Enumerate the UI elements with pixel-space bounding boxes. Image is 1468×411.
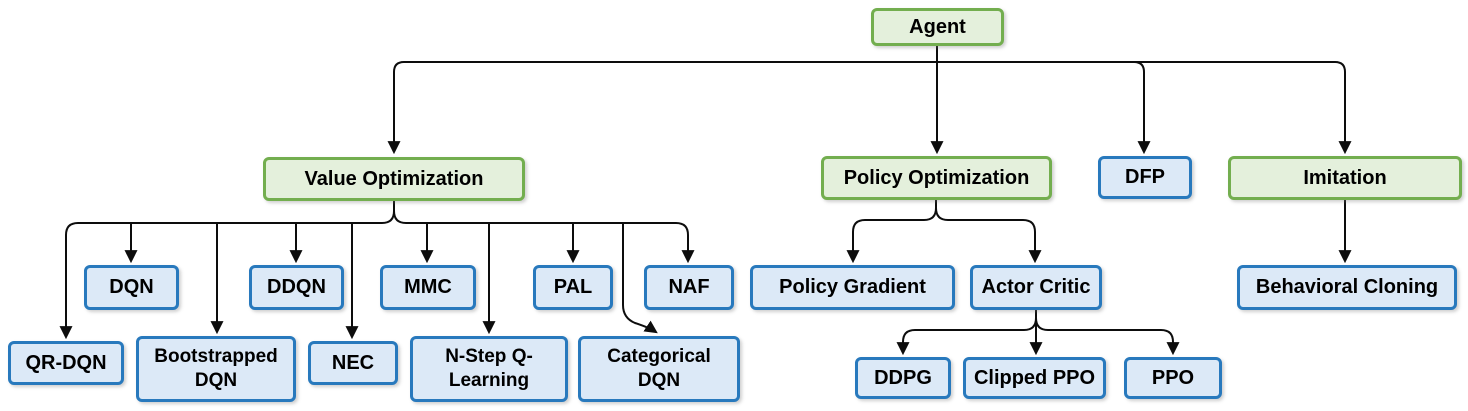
node-policy-optimization: Policy Optimization (821, 156, 1052, 200)
node-n-step-q-learning: N-Step Q-Learning (410, 336, 568, 402)
node-policy-gradient: Policy Gradient (750, 265, 955, 310)
node-ddqn: DDQN (249, 265, 344, 310)
node-pal: PAL (533, 265, 613, 310)
node-imitation: Imitation (1228, 156, 1462, 200)
node-mmc: MMC (380, 265, 476, 310)
node-bootstrapped-dqn: Bootstrapped DQN (136, 336, 296, 402)
node-actor-critic: Actor Critic (970, 265, 1102, 310)
node-categorical-dqn: Categorical DQN (578, 336, 740, 402)
node-value-optimization: Value Optimization (263, 157, 525, 201)
node-naf: NAF (644, 265, 734, 310)
node-ddpg: DDPG (855, 357, 951, 399)
node-dqn: DQN (84, 265, 179, 310)
node-qr-dqn: QR-DQN (8, 341, 124, 385)
node-clipped-ppo: Clipped PPO (963, 357, 1106, 399)
node-dfp: DFP (1098, 156, 1192, 199)
node-ppo: PPO (1124, 357, 1222, 399)
node-behavioral-cloning: Behavioral Cloning (1237, 265, 1457, 310)
node-nec: NEC (308, 341, 398, 385)
node-agent: Agent (871, 8, 1004, 46)
